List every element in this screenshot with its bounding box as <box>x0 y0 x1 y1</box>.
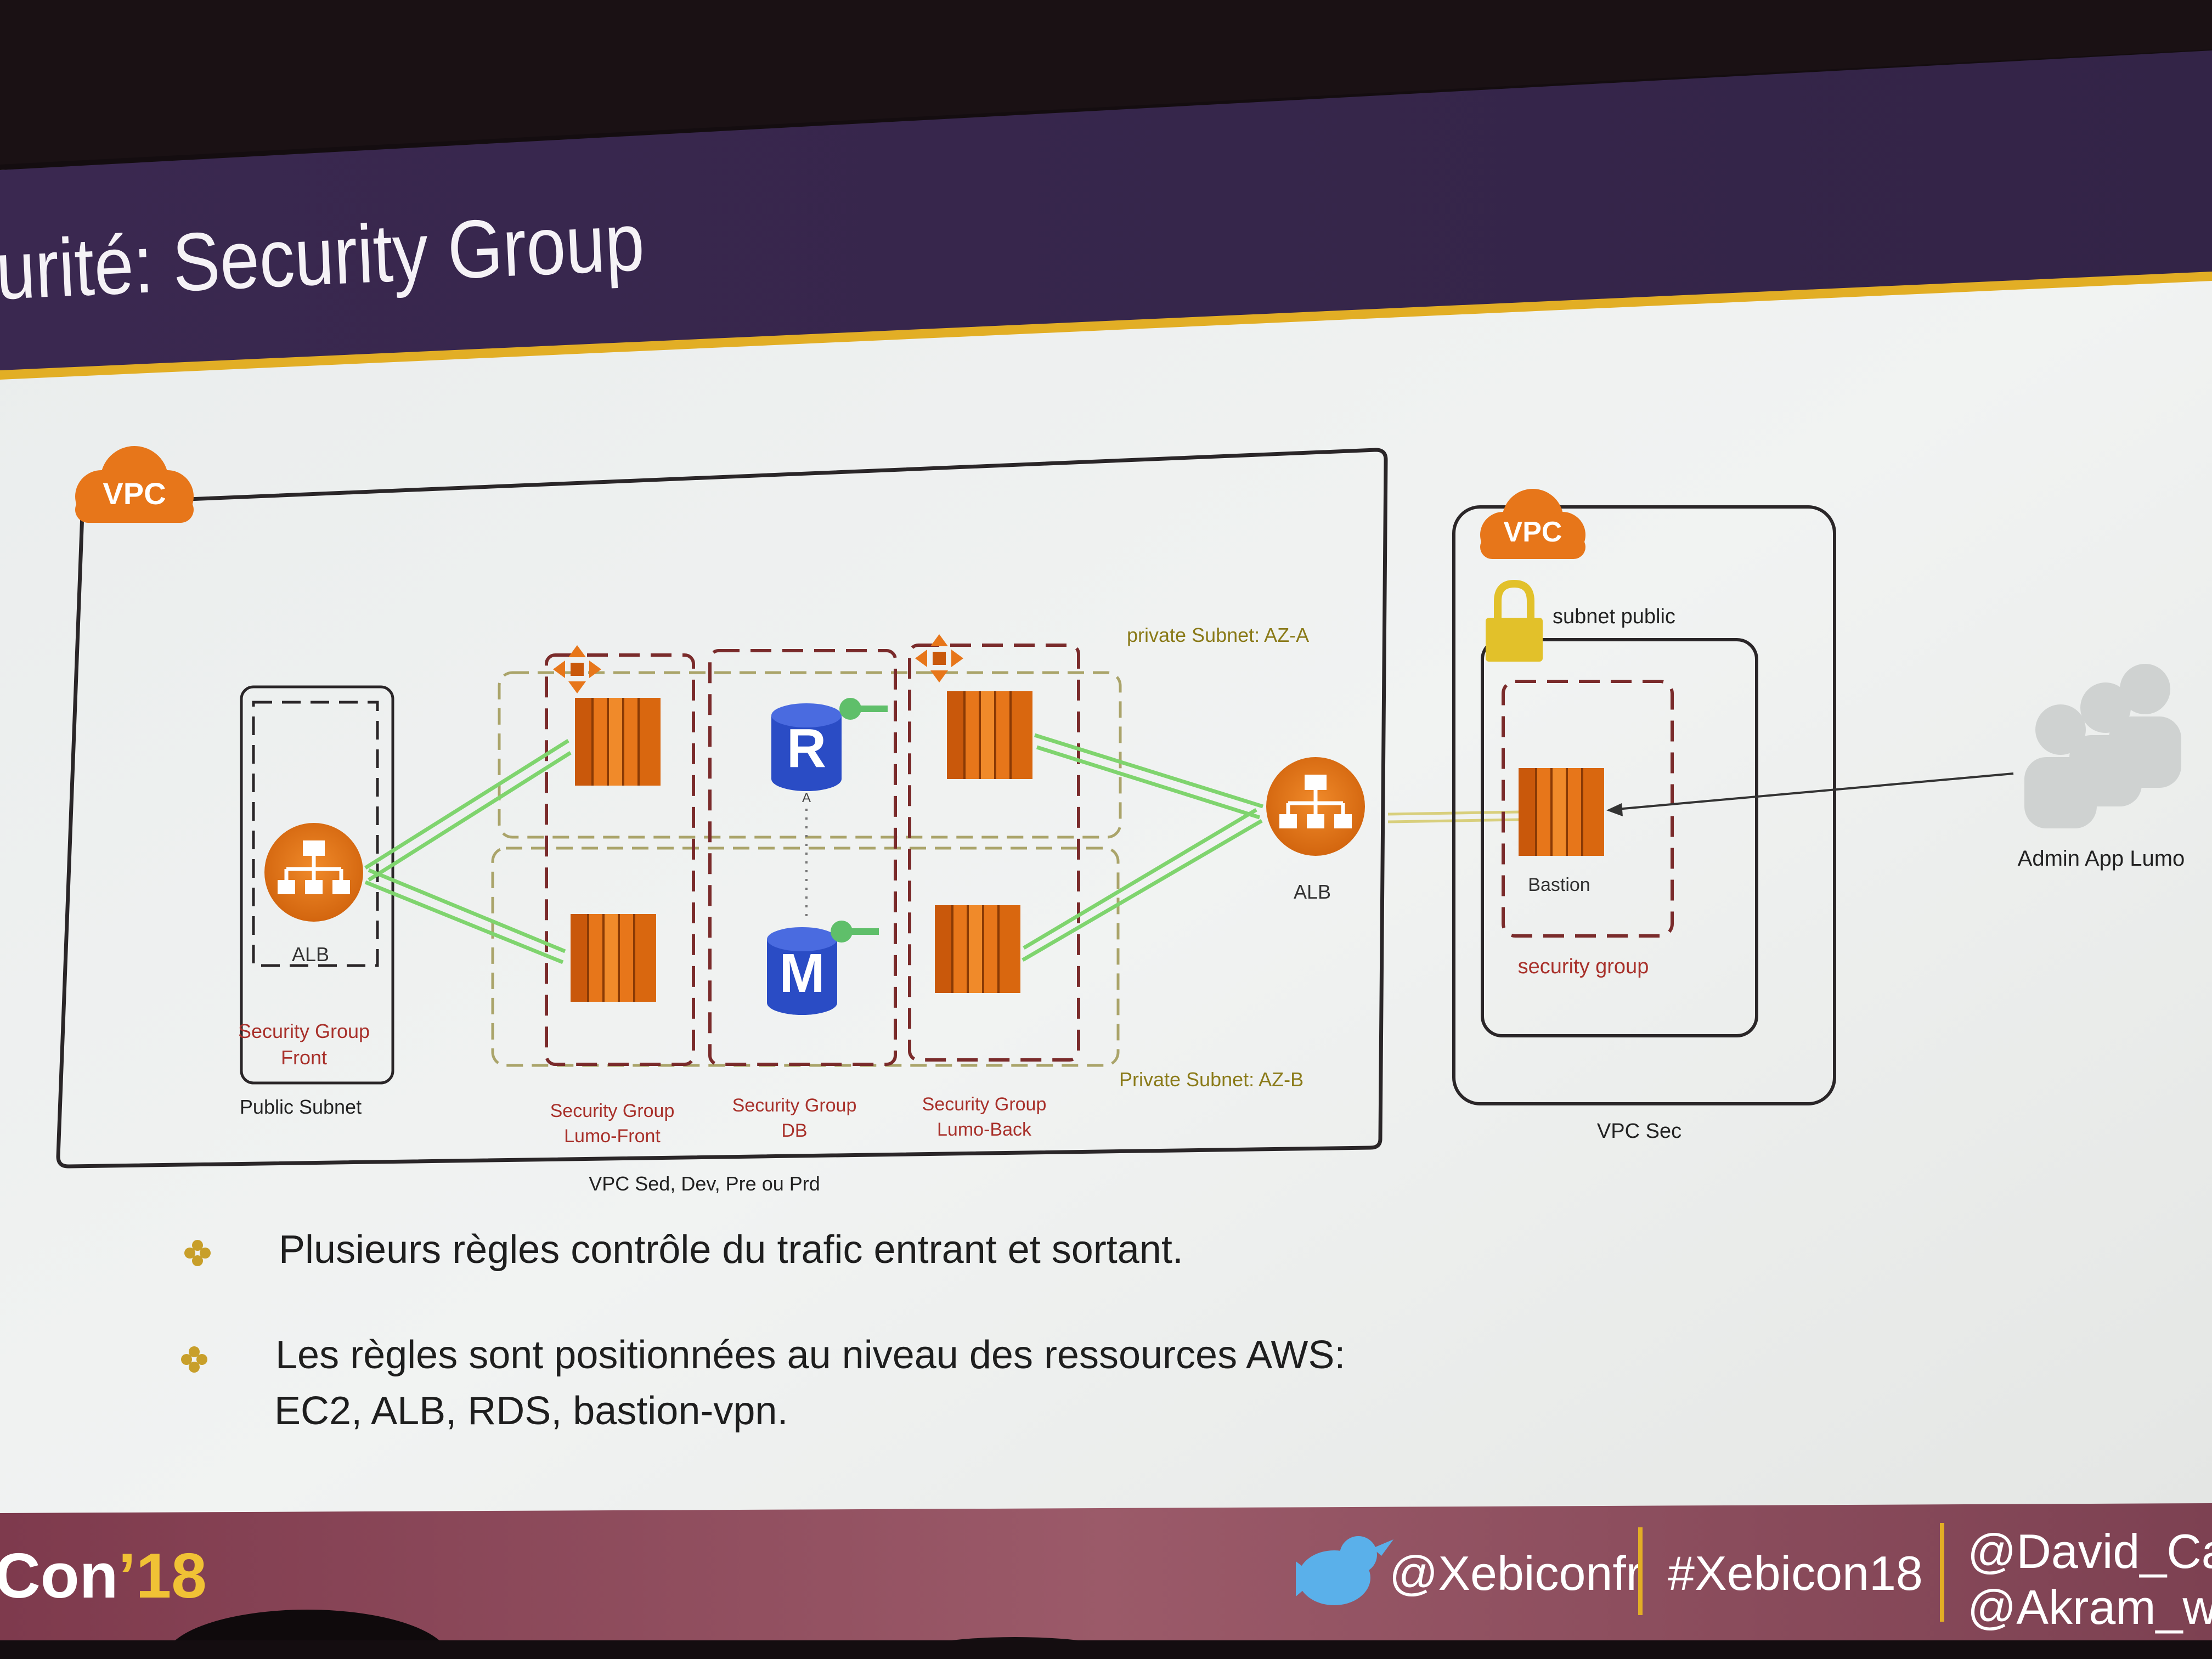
twitter-bird-icon <box>1296 1536 1393 1605</box>
admin-label: Admin App Lumo <box>2018 847 2185 871</box>
private-subnet-a-label: private Subnet: AZ-A <box>1127 624 1309 646</box>
ec2-lumo-front-a-icon <box>574 697 662 787</box>
rds-replica-icon: R <box>771 703 842 791</box>
vpc-sec: VPC subnet public Bastion security group… <box>1452 489 1836 1143</box>
private-subnet-a <box>498 671 1122 839</box>
bastion-sg-label: security group <box>1518 955 1649 978</box>
speaker-2: @Akram_we <box>1967 1580 2212 1634</box>
links-back <box>1022 733 1264 962</box>
subnet-public-box <box>1481 638 1758 1037</box>
vpc-sec-cloud-icon: VPC <box>1480 489 1585 559</box>
lock-icon <box>1486 579 1543 662</box>
rds-replica-key-icon <box>839 698 888 720</box>
sg-db-box <box>708 649 897 1066</box>
bastion-label: Bastion <box>1528 874 1590 895</box>
public-subnet: ALB Security Group Front Public Subnet <box>238 685 394 1118</box>
subnet-public-label: subnet public <box>1553 605 1675 628</box>
alb-front-label: ALB <box>292 943 329 966</box>
alb-internal-label: ALB <box>1294 881 1331 903</box>
footer-divider-1 <box>1638 1527 1643 1615</box>
bullet-1-text: Plusieurs règles contrôle du trafic entr… <box>279 1228 1183 1272</box>
vpc-main-label: VPC Sed, Dev, Pre ou Prd <box>589 1172 820 1195</box>
vpc-main: VPC <box>56 446 1388 1169</box>
hashtag: #Xebicon18 <box>1668 1546 1923 1600</box>
rds-master-icon: M <box>767 927 837 1015</box>
sg-db-line1: Security Group <box>732 1095 857 1116</box>
vpc-badge-label: VPC <box>103 476 166 511</box>
sg-lumo-front-line1: Security Group <box>550 1101 675 1121</box>
ec2-lumo-front-b-icon <box>569 913 657 1003</box>
rds-replica-letter: R <box>787 718 826 779</box>
footer-brand-left: Con <box>0 1540 119 1611</box>
bullet-2-line1: Les règles sont positionnées au niveau d… <box>275 1333 1345 1377</box>
bastion-ec2-icon <box>1517 767 1605 857</box>
bullet-diamond-icon <box>184 1240 211 1266</box>
rds-master-letter: M <box>779 943 825 1004</box>
alb-internal-icon <box>1266 757 1365 856</box>
private-subnet-b <box>491 847 1120 1067</box>
bullet-diamond-icon <box>181 1346 207 1373</box>
sg-lumo-back-line1: Security Group <box>922 1094 1047 1115</box>
sg-lumo-front-line2: Lumo-Front <box>564 1126 661 1147</box>
rds-replica-sub: A <box>802 791 811 805</box>
sg-front-label-line1: Security Group <box>238 1020 370 1042</box>
bastion-sg-box <box>1502 680 1674 938</box>
bullet-1: Plusieurs règles contrôle du trafic entr… <box>184 1228 1183 1272</box>
vpc-sec-badge: VPC <box>1504 516 1562 548</box>
rds-master-key-icon <box>831 921 879 943</box>
slide-header <box>0 50 2212 373</box>
sg-lumo-back-box <box>908 644 1080 1062</box>
slide-footer <box>0 1503 2212 1659</box>
links-front <box>364 739 572 964</box>
footer-brand: Con’18 <box>0 1540 207 1611</box>
private-subnet-b-label: Private Subnet: AZ-B <box>1119 1068 1304 1091</box>
users-icon <box>2024 664 2181 828</box>
header-gold-rule <box>0 272 2212 380</box>
sg-lumo-back-line2: Lumo-Back <box>937 1119 1032 1140</box>
sg-front-label-line2: Front <box>281 1046 327 1069</box>
admin-arrow <box>1606 772 2014 816</box>
vpc-cloud-icon: VPC <box>75 446 194 523</box>
speaker-1: @David_Car <box>1967 1524 2212 1578</box>
vpc-sec-label: VPC Sec <box>1597 1120 1681 1143</box>
alb-front-icon <box>264 823 363 922</box>
sg-db-line2: DB <box>781 1120 807 1141</box>
footer-brand-year: ’18 <box>119 1540 207 1611</box>
ec2-lumo-back-a-icon <box>946 690 1034 780</box>
ec2-lumo-back-b-icon <box>934 904 1022 994</box>
bullet-2: Les règles sont positionnées au niveau d… <box>181 1333 1345 1433</box>
public-subnet-label: Public Subnet <box>240 1096 362 1118</box>
footer-divider-2 <box>1940 1523 1944 1622</box>
sg-lumo-front-box <box>545 653 695 1066</box>
bullet-2-line2: EC2, ALB, RDS, bastion-vpn. <box>274 1389 788 1433</box>
twitter-handle: @Xebiconfr <box>1389 1546 1642 1600</box>
